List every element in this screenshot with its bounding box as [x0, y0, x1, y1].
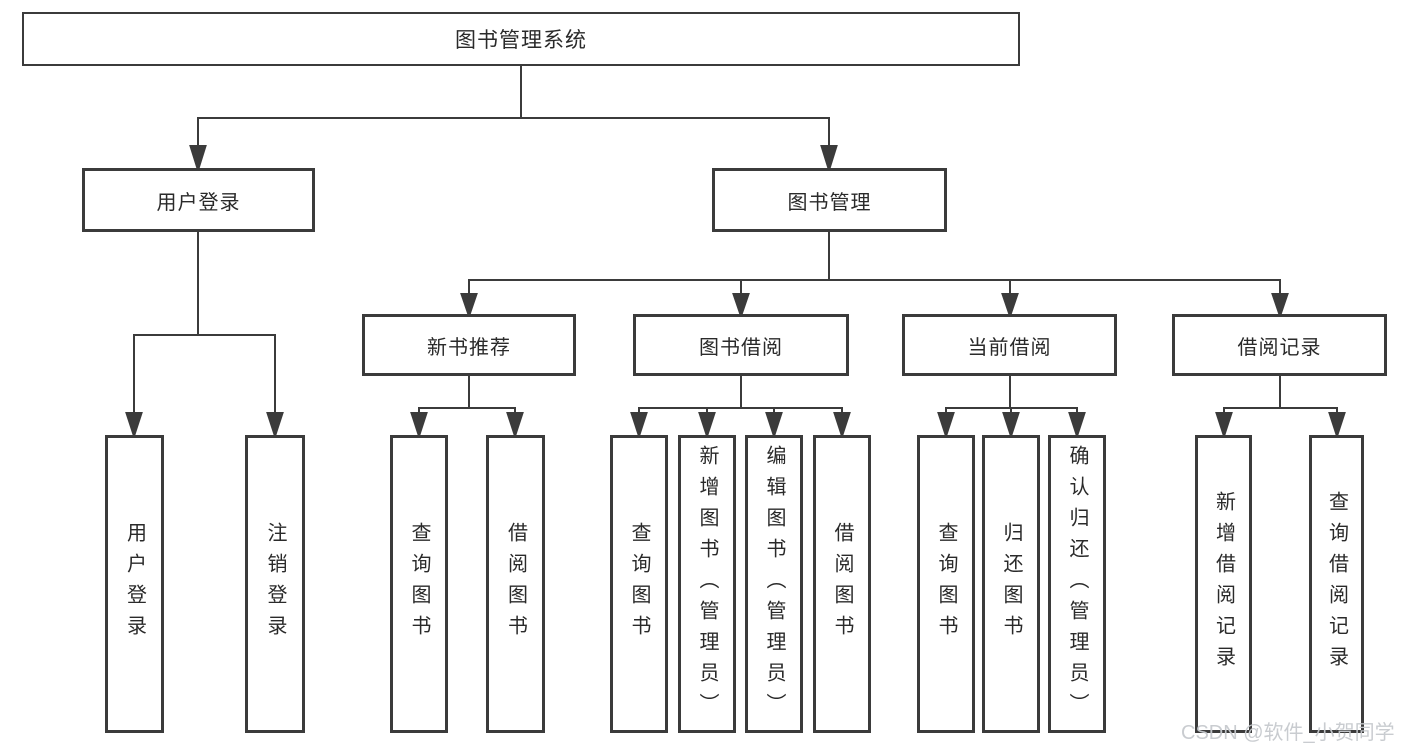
connector-borrowing-records-children — [1215, 375, 1346, 440]
leaf-query-books-current: 查询图书 — [917, 435, 975, 733]
leaf-label: 借阅图书 — [504, 522, 527, 646]
leaf-label: 查询图书 — [628, 522, 650, 646]
node-user-login: 用户登录 — [82, 168, 315, 232]
leaf-borrow-books: 借阅图书 — [813, 435, 871, 733]
connector-book-management-children — [460, 231, 1289, 320]
leaf-label: 新增借阅记录 — [1212, 491, 1235, 677]
leaf-query-books-borrow: 查询图书 — [610, 435, 668, 733]
leaf-label: 查询图书 — [935, 522, 957, 646]
leaf-query-borrow-record: 查询借阅记录 — [1309, 435, 1364, 733]
leaf-edit-books-admin: 编辑图书（管理员） — [745, 435, 803, 733]
leaf-label: 注销登录 — [264, 522, 286, 646]
connector-book-borrowing-children — [630, 375, 851, 440]
connector-user-login-children — [125, 231, 284, 440]
leaf-logout: 注销登录 — [245, 435, 305, 733]
leaf-label: 确认归还（管理员） — [1066, 444, 1088, 724]
leaf-return-books: 归还图书 — [982, 435, 1040, 733]
node-root: 图书管理系统 — [22, 12, 1020, 66]
leaf-label: 查询借阅记录 — [1325, 491, 1348, 677]
leaf-label: 借阅图书 — [831, 522, 853, 646]
node-book-management: 图书管理 — [712, 168, 947, 232]
node-current-borrowing: 当前借阅 — [902, 314, 1117, 376]
leaf-add-books-admin: 新增图书（管理员） — [678, 435, 736, 733]
leaf-borrow-books-recommend: 借阅图书 — [486, 435, 545, 733]
leaf-label: 新增图书（管理员） — [696, 444, 718, 724]
leaf-label: 归还图书 — [1000, 522, 1022, 646]
connector-root-to-level2 — [189, 66, 838, 174]
leaf-label: 查询图书 — [408, 522, 430, 646]
leaf-user-login: 用户登录 — [105, 435, 164, 733]
leaf-add-borrow-record: 新增借阅记录 — [1195, 435, 1252, 733]
leaf-confirm-return-admin: 确认归还（管理员） — [1048, 435, 1106, 733]
leaf-label: 用户登录 — [123, 522, 146, 646]
watermark: CSDN @软件_小贺同学 — [1181, 722, 1395, 744]
connector-current-borrowing-children — [937, 375, 1086, 440]
node-borrowing-records: 借阅记录 — [1172, 314, 1387, 376]
connector-new-book-recommend-children — [410, 375, 524, 440]
leaf-label: 编辑图书（管理员） — [763, 444, 785, 724]
leaf-query-books-recommend: 查询图书 — [390, 435, 448, 733]
node-book-borrowing: 图书借阅 — [633, 314, 849, 376]
node-new-book-recommend: 新书推荐 — [362, 314, 576, 376]
